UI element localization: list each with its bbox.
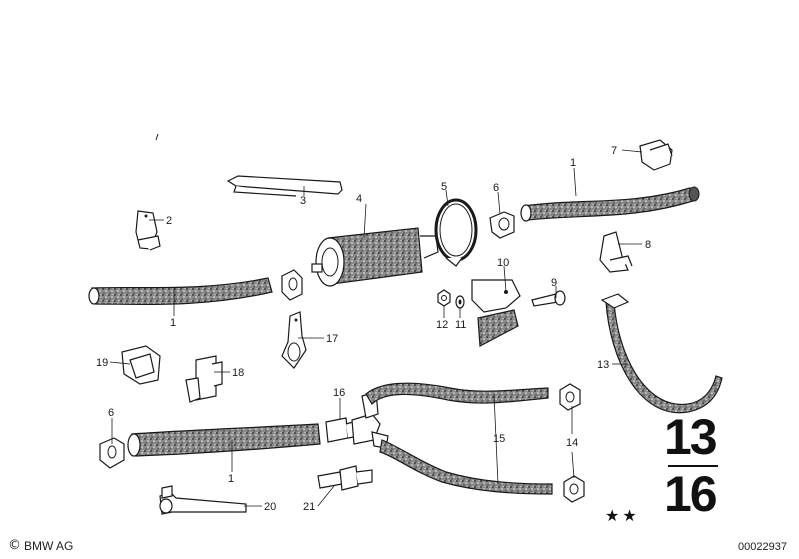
stray-mark [155,133,159,141]
hose-part-1-left[interactable] [88,277,273,306]
band-part-13[interactable] [600,293,723,414]
brand-name: BMW AG [24,538,74,553]
callout-4: 4 [356,193,362,205]
callout-18: 18 [232,367,244,379]
callout-7: 7 [611,145,617,157]
clip-part-18[interactable] [185,355,223,403]
callout-labels: 3 2 4 5 6 1 7 8 1 10 9 12 11 13 17 19 18… [96,145,651,513]
brand-footer: © BMW AG [8,538,73,553]
callout-21: 21 [303,501,315,513]
callout-20: 20 [264,501,276,513]
nut-part-12[interactable] [437,289,451,307]
hose-part-1-top[interactable] [520,186,700,222]
clip-part-14-top[interactable] [559,383,581,411]
callout-14: 14 [566,437,578,449]
callout-5: 5 [441,181,447,193]
strap-part[interactable] [226,175,343,197]
fuel-filter-part[interactable] [311,227,439,287]
callout-6-top: 6 [493,182,499,194]
callout-1-low: 1 [228,473,234,485]
callout-13: 13 [597,359,609,371]
clip-part-6-low[interactable] [99,437,125,469]
clip-part-6-top[interactable] [489,211,515,239]
clip-part-6-mid[interactable] [281,269,303,301]
callout-1-top: 1 [570,157,576,169]
clamp-part-2[interactable] [135,210,161,251]
callout-2: 2 [166,215,172,227]
hose-part-15-lower[interactable] [379,439,553,495]
callout-9: 9 [551,277,557,289]
clip-part-14-bottom[interactable] [563,475,585,503]
callout-1-left: 1 [170,317,176,329]
callout-11: 11 [455,319,466,331]
callout-15: 15 [493,433,505,445]
group-number-top: 13 [664,409,718,465]
group-divider [668,465,718,467]
diagram-id: 00022937 [738,541,787,553]
clip-part-17[interactable] [281,311,307,369]
callout-6-low: 6 [108,407,114,419]
callout-19: 19 [96,357,108,369]
clip-part-7[interactable] [639,139,673,171]
leader-lines [109,149,643,507]
clip-part-8[interactable] [599,231,633,273]
washer-part-11[interactable] [455,295,465,309]
callout-8: 8 [645,239,651,251]
hose-part-15-upper[interactable] [365,382,549,405]
callout-17: 17 [326,333,338,345]
bracket-part-10[interactable] [471,279,521,347]
connector-part-21[interactable] [317,465,373,491]
callout-3: 3 [300,195,306,207]
ring-clamp-part[interactable] [434,198,478,267]
callout-16: 16 [333,387,345,399]
hose-part-1-low[interactable] [127,423,321,457]
lever-part-20[interactable] [159,485,247,515]
clip-part-19[interactable] [121,345,161,385]
callout-12: 12 [436,319,448,331]
bolt-part-9[interactable] [531,290,566,307]
copyright-icon: © [8,538,21,553]
group-number-bottom: 16 [664,466,718,522]
callout-10: 10 [497,257,509,269]
star-icon: ★★ [605,506,640,525]
